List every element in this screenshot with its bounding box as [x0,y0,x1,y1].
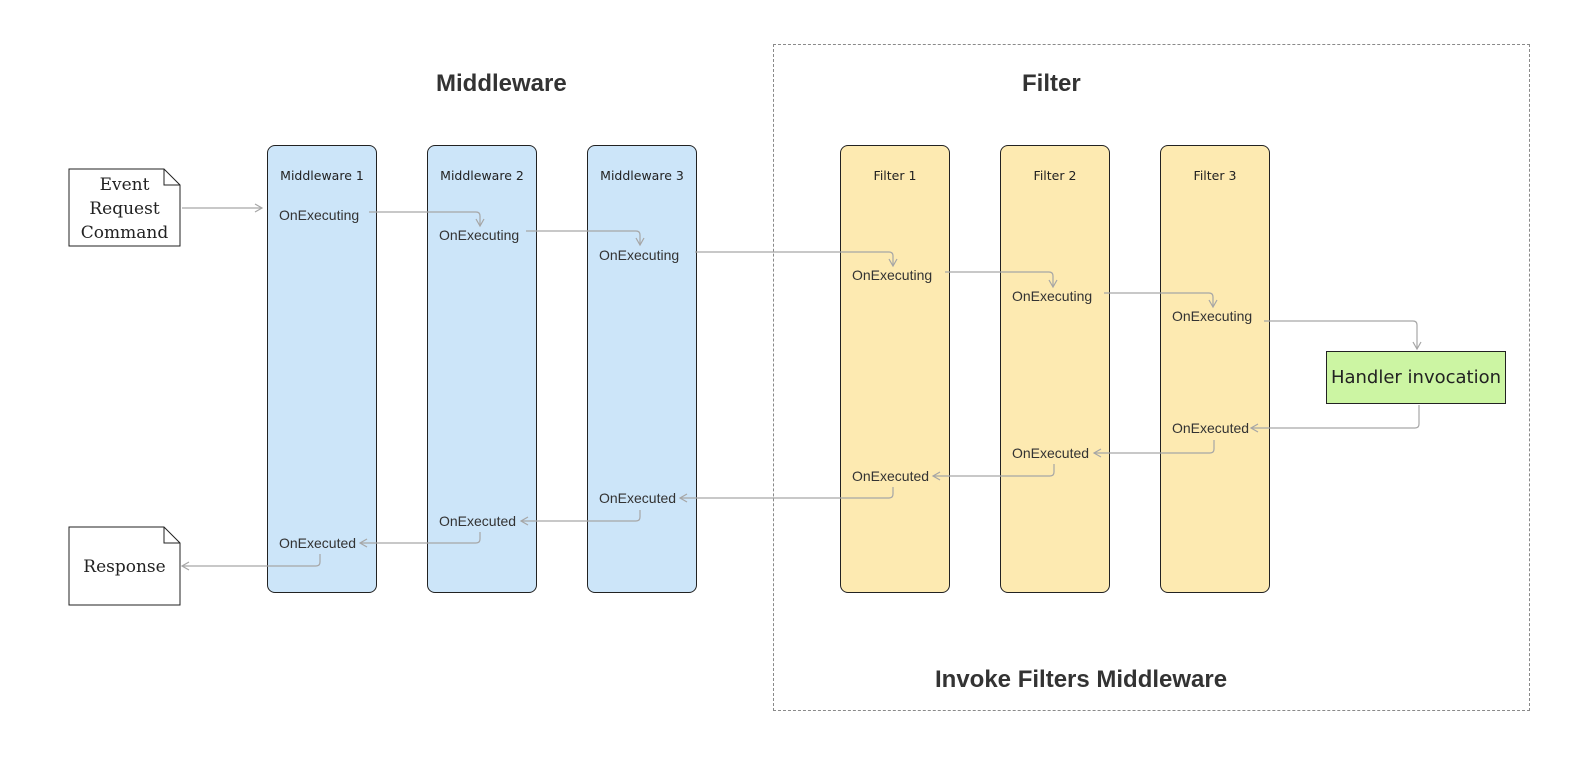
filter-1-onexecuting: OnExecuting [852,267,933,283]
filter-3-column: Filter 3 [1160,145,1270,593]
filter-heading: Filter [1022,70,1081,97]
arrow-mw2-to-mw1-executed [358,532,481,548]
middleware-1-column: Middleware 1 [267,145,377,593]
response-document-fold [163,527,180,544]
handler-invocation-label: Handler invocation [1330,367,1502,388]
event-document-shape [68,168,181,247]
middleware-3-onexecuted: OnExecuted [599,490,677,506]
arrow-filter2-to-filter1-executed [931,464,1055,481]
middleware-3-label: Middleware 3 [600,168,684,183]
middleware-1-onexecuting: OnExecuting [279,207,360,223]
arrow-filter3-to-filter2-executed [1092,440,1215,458]
arrow-mw1-to-response [180,554,321,571]
event-request-command-label: Event Request Command [69,173,180,245]
filter-1-label: Filter 1 [873,168,917,183]
filter-3-label: Filter 3 [1193,168,1237,183]
response-label: Response [83,557,166,577]
middleware-1-onexecuted: OnExecuted [279,535,357,551]
arrow-filter2-to-filter3-executing [1104,292,1218,309]
filter-2-onexecuted: OnExecuted [1012,445,1090,461]
request-line: Request [89,199,160,219]
arrow-handler-to-filter3-executed [1249,405,1420,433]
middleware-2-label: Middleware 2 [440,168,524,183]
filter-3-onexecuting: OnExecuting [1172,308,1253,324]
filter-1-onexecuted: OnExecuted [852,468,930,484]
filter-2-label: Filter 2 [1033,168,1077,183]
event-document-fold [163,169,180,186]
invoke-filters-region [773,44,1530,711]
arrow-filter1-to-mw3-executed [678,487,894,503]
middleware-2-onexecuted: OnExecuted [439,513,517,529]
middleware-2-onexecuting: OnExecuting [439,227,520,243]
arrow-mw2-to-mw3-executing [526,230,645,247]
command-line: Command [80,223,169,243]
event-line: Event [99,175,150,195]
arrow-mw3-to-mw2-executed [519,510,641,526]
arrow-filter3-to-handler [1264,320,1422,351]
middleware-1-label: Middleware 1 [280,168,364,183]
handler-invocation-box: Handler invocation [1326,351,1506,404]
filter-3-onexecuted: OnExecuted [1172,420,1250,436]
filter-1-column: Filter 1 [840,145,950,593]
middleware-heading: Middleware [436,70,567,97]
arrow-mw1-to-mw2-executing [369,211,485,228]
middleware-3-onexecuting: OnExecuting [599,247,680,263]
middleware-3-column: Middleware 3 [587,145,697,593]
filter-2-column: Filter 2 [1000,145,1110,593]
arrow-mw3-to-filter1-executing [695,251,898,268]
invoke-filters-heading: Invoke Filters Middleware [935,666,1228,693]
response-document-shape [68,526,181,606]
filter-2-onexecuting: OnExecuting [1012,288,1093,304]
arrow-filter1-to-filter2-executing [945,271,1058,289]
